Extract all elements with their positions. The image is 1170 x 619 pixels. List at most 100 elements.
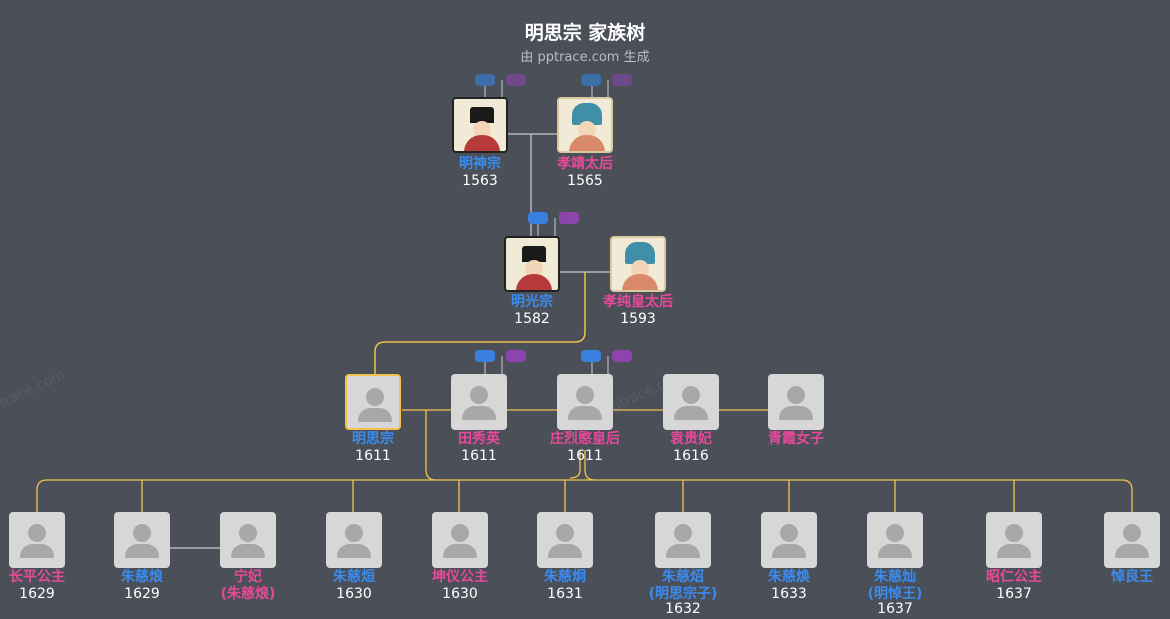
avatar-body <box>878 544 912 558</box>
person-name: 朱慈灿 <box>874 569 916 585</box>
portrait-face <box>631 260 649 278</box>
person-card-cixuan[interactable] <box>326 512 382 568</box>
avatar-head <box>1123 524 1141 542</box>
father-toggle-pill[interactable] <box>475 74 495 86</box>
person-card-cijiong[interactable] <box>537 512 593 568</box>
father-toggle-pill[interactable] <box>581 74 601 86</box>
person-name: 明光宗 <box>511 294 553 310</box>
person-name: 昭仁公主 <box>986 569 1042 585</box>
mother-toggle-pill[interactable] <box>612 74 632 86</box>
person-name: 袁贵妃 <box>670 431 712 447</box>
person-year: 1637 <box>877 601 913 617</box>
avatar-head <box>239 524 257 542</box>
person-name-note: (明悼王) <box>867 586 923 602</box>
avatar-body <box>1115 544 1149 558</box>
avatar-head <box>787 386 805 404</box>
person-card-cihuan[interactable] <box>114 512 170 568</box>
person-name: 朱慈烜 <box>333 569 375 585</box>
avatar-head <box>345 524 363 542</box>
person-card-zhaoren[interactable] <box>986 512 1042 568</box>
page-subtitle: 由 pptrace.com 生成 <box>520 50 650 65</box>
person-card-yuan[interactable] <box>663 374 719 430</box>
descent-line-gen2 <box>374 272 586 374</box>
person-year: 1629 <box>124 586 160 602</box>
portrait-face <box>473 121 491 139</box>
person-year: 1616 <box>673 448 709 464</box>
person-card-cican[interactable] <box>867 512 923 568</box>
portrait-robe <box>516 274 552 290</box>
person-name: 坤仪公主 <box>432 569 488 585</box>
avatar-head <box>28 524 46 542</box>
person-name: 庄烈愍皇后 <box>550 431 620 447</box>
person-card-changping[interactable] <box>9 512 65 568</box>
person-card-shenzong[interactable] <box>452 97 508 153</box>
person-year: 1563 <box>462 173 498 189</box>
avatar-body <box>462 406 496 420</box>
person-name: 明神宗 <box>459 156 501 172</box>
avatar-head <box>682 386 700 404</box>
avatar-body <box>20 544 54 558</box>
mother-toggle-pill[interactable] <box>612 350 632 362</box>
person-name-note: (朱慈烺) <box>220 586 276 602</box>
person-name: 田秀英 <box>458 431 500 447</box>
mother-toggle-pill[interactable] <box>506 74 526 86</box>
person-name: 宁妃 <box>234 569 262 585</box>
person-card-daoliang[interactable] <box>1104 512 1160 568</box>
person-year: 1633 <box>771 586 807 602</box>
person-card-xiaojing[interactable] <box>557 97 613 153</box>
person-year: 1631 <box>547 586 583 602</box>
portrait-hat <box>522 246 546 262</box>
person-year: 1637 <box>996 586 1032 602</box>
person-name-note: (明思宗子) <box>648 586 718 602</box>
person-card-cihuan2[interactable] <box>761 512 817 568</box>
person-card-qingxia[interactable] <box>768 374 824 430</box>
father-toggle-pill[interactable] <box>528 212 548 224</box>
avatar-body <box>666 544 700 558</box>
person-name: 朱慈焕 <box>768 569 810 585</box>
portrait-face <box>525 260 543 278</box>
avatar-body <box>997 544 1031 558</box>
person-card-cizhao[interactable] <box>655 512 711 568</box>
mother-toggle-pill[interactable] <box>506 350 526 362</box>
avatar-body <box>772 544 806 558</box>
person-year: 1629 <box>19 586 55 602</box>
portrait-robe <box>622 274 658 290</box>
father-toggle-pill[interactable] <box>581 350 601 362</box>
person-card-tian[interactable] <box>451 374 507 430</box>
person-name: 朱慈炤 <box>662 569 704 585</box>
avatar-head <box>674 524 692 542</box>
avatar-head <box>470 386 488 404</box>
page-title: 明思宗 家族树 <box>524 22 646 44</box>
person-year: 1611 <box>567 448 603 464</box>
person-card-zhuanglie[interactable] <box>557 374 613 430</box>
avatar-body <box>337 544 371 558</box>
portrait-robe <box>569 135 605 151</box>
person-card-guangzong[interactable] <box>504 236 560 292</box>
avatar-head <box>366 388 384 406</box>
person-year: 1630 <box>336 586 372 602</box>
portrait-crown <box>625 242 655 264</box>
father-toggle-pill[interactable] <box>475 350 495 362</box>
person-name: 悼良王 <box>1111 569 1153 585</box>
avatar-head <box>133 524 151 542</box>
person-card-xiaochun[interactable] <box>610 236 666 292</box>
person-name: 朱慈炯 <box>544 569 586 585</box>
avatar-head <box>576 386 594 404</box>
avatar-body <box>568 406 602 420</box>
avatar-body <box>779 406 813 420</box>
portrait-crown <box>572 103 602 125</box>
avatar-head <box>451 524 469 542</box>
person-year: 1630 <box>442 586 478 602</box>
person-card-kunyi[interactable] <box>432 512 488 568</box>
person-card-sizong[interactable] <box>345 374 401 430</box>
mother-toggle-pill[interactable] <box>559 212 579 224</box>
avatar-body <box>125 544 159 558</box>
avatar-body <box>358 408 392 422</box>
avatar-body <box>231 544 265 558</box>
person-name: 孝纯皇太后 <box>603 294 673 310</box>
portrait-hat <box>470 107 494 123</box>
person-name: 朱慈烺 <box>121 569 163 585</box>
avatar-head <box>780 524 798 542</box>
person-card-ningfei[interactable] <box>220 512 276 568</box>
